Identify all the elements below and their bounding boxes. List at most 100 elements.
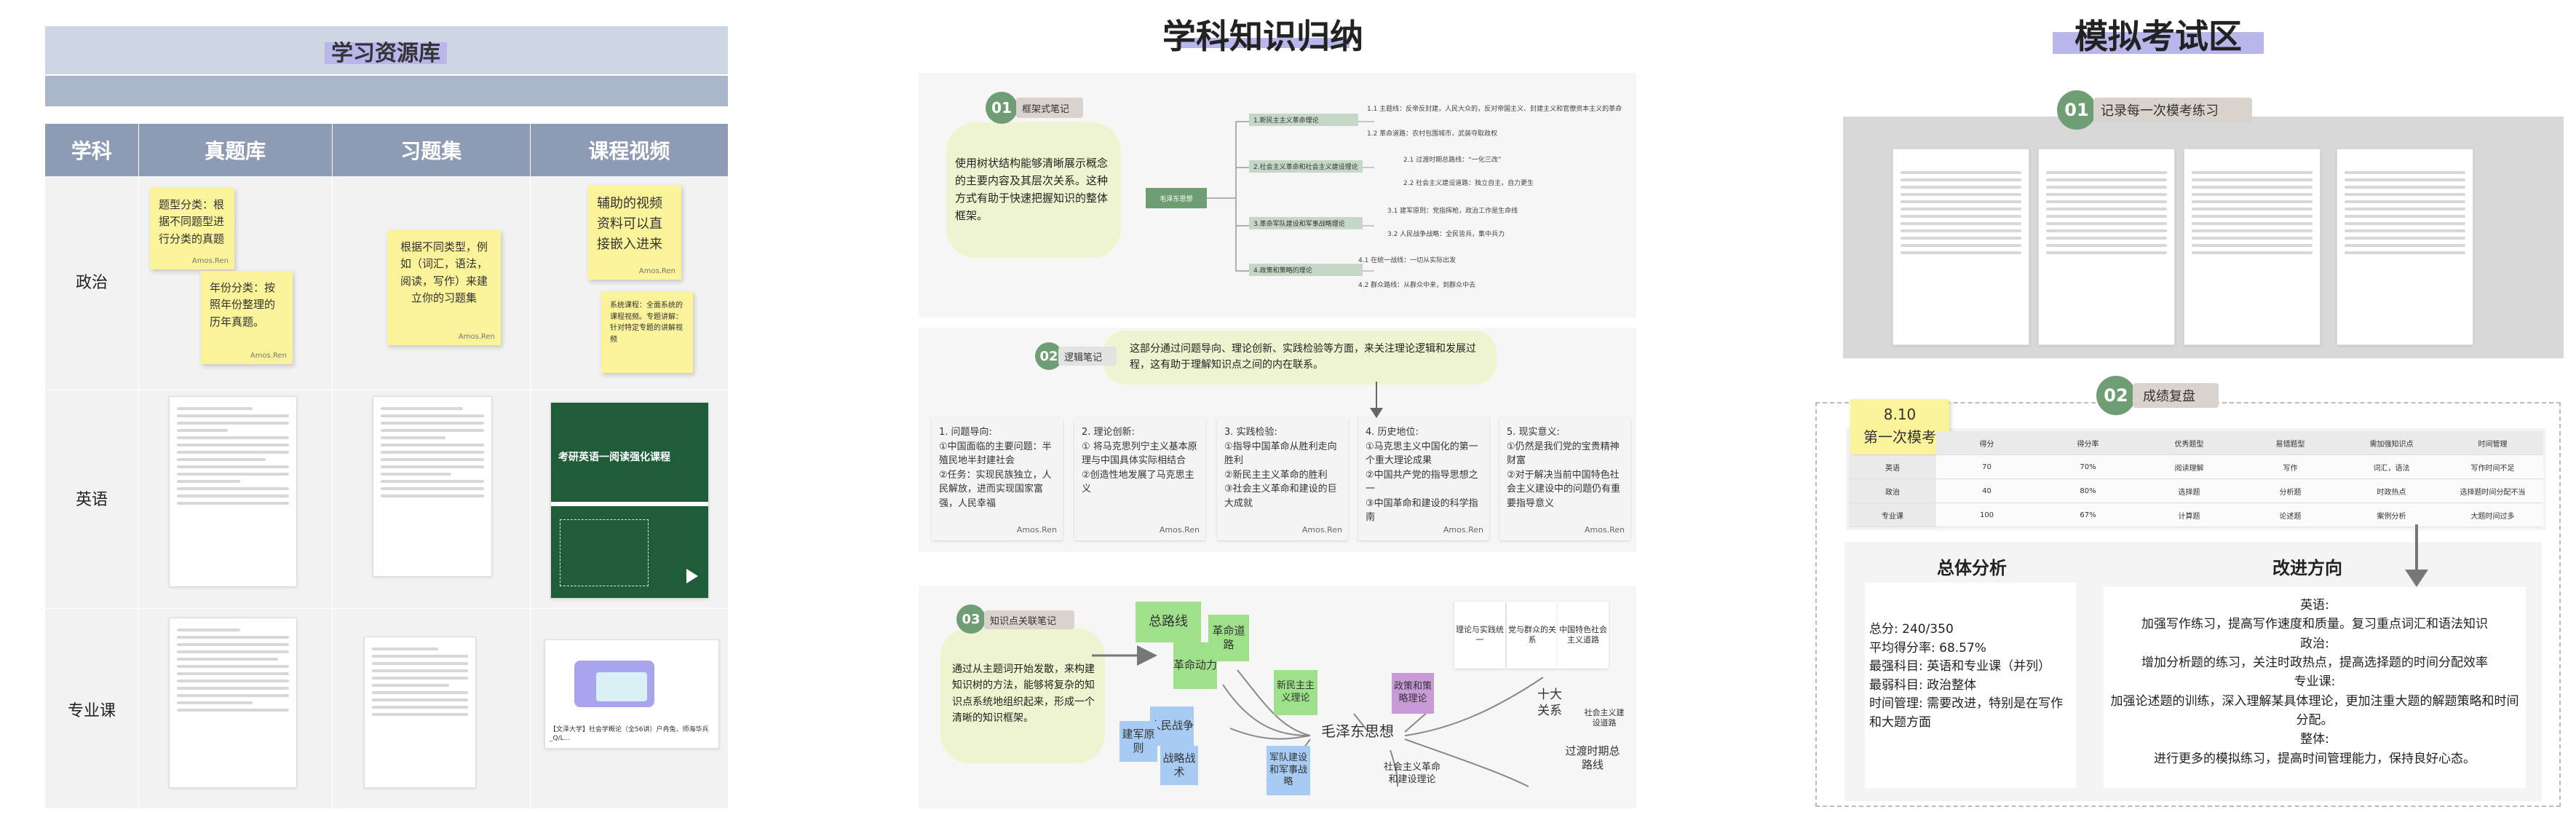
exam-record-tag: 记录每一次模考练习 bbox=[2093, 98, 2252, 122]
mock-exam-title: 模拟考试区 bbox=[2074, 17, 2242, 56]
framework-tag: 框架式笔记 bbox=[1016, 98, 1083, 118]
score-table-header: 得分率 bbox=[2037, 431, 2139, 455]
library-banner-strip bbox=[45, 76, 728, 106]
concept-army-strategy: 军队建设和军事战略 bbox=[1267, 746, 1310, 795]
exercise-english-thumbnail[interactable] bbox=[373, 396, 492, 577]
exam-sheet-2[interactable] bbox=[2038, 149, 2175, 345]
concept-army-principle: 建军原则 bbox=[1119, 721, 1157, 762]
score-table-cell: 大题时间过多 bbox=[2442, 503, 2543, 527]
row-label-politics: 政治 bbox=[75, 274, 108, 292]
header-subject: 学科 bbox=[45, 124, 139, 176]
concept-socialist-construction: 社会主义革命和建设理论 bbox=[1383, 762, 1440, 785]
mindmap-leaf-1-2: 1.2 革命道路：农村包围城市，武装夺取政权 bbox=[1367, 130, 1498, 138]
score-table-cell: 70% bbox=[2037, 455, 2139, 479]
exam-date-note: 8.10 第一次模考 bbox=[1850, 399, 1949, 454]
score-table-cell: 70 bbox=[1936, 455, 2037, 479]
play-icon bbox=[686, 569, 698, 583]
library-title: 学习资源库 bbox=[331, 41, 440, 66]
overall-analysis-text: 总分: 240/350 平均得分率: 68.57% 最强科目: 英语和专业课（并… bbox=[1865, 583, 2076, 788]
logic-card-5: 5. 现实意义: ①仍然是我们党的宝贵精神财富 ②对于解决当前中国特色社会主义建… bbox=[1499, 418, 1630, 540]
section-number-01: 01 bbox=[986, 92, 1018, 124]
past-paper-english-thumbnail[interactable] bbox=[169, 396, 297, 587]
association-description: 通过从主题词开始发散，来构建知识树的方法，能够将复杂的知识点系统地组织起来，形成… bbox=[952, 663, 1095, 725]
mindmap-leaf-4-1: 4.1 在统一战线：一切从实际出发 bbox=[1358, 257, 1457, 264]
score-table-cell: 100 bbox=[1936, 503, 2037, 527]
mindmap-connectors bbox=[1207, 121, 1374, 272]
score-table-cell: 词汇，语法 bbox=[2341, 455, 2442, 479]
score-table-cell: 67% bbox=[2037, 503, 2139, 527]
header-videos: 课程视频 bbox=[588, 139, 670, 163]
mindmap-leaf-3-2: 3.2 人民战争战略：全民皆兵，集中兵力 bbox=[1387, 231, 1505, 238]
concept-party-masses: 党与群众的关系 bbox=[1507, 602, 1558, 669]
mindmap-leaf-1-1: 1.1 主题线：反帝反封建，人民大众的，反对帝国主义、封建主义和官僚资本主义的革… bbox=[1367, 106, 1622, 113]
concept-socialist-road: 社会主义建设道路 bbox=[1584, 707, 1625, 728]
score-table-header: 得分 bbox=[1936, 431, 2037, 455]
concept-chinese-socialism: 中国特色社会主义道路 bbox=[1558, 602, 1609, 669]
score-table-header: 时间管理 bbox=[2442, 431, 2543, 455]
score-table-header: 易错题型 bbox=[2240, 431, 2341, 455]
score-table-cell: 选择题 bbox=[2139, 479, 2240, 503]
score-table-cell: 案例分析 bbox=[2341, 503, 2442, 527]
improvement-text: 英语: 加强写作练习，提高写作速度和质量。复习重点词汇和语法知识 政治: 增加分… bbox=[2104, 587, 2526, 788]
section-number-02: 02 bbox=[1035, 342, 1063, 370]
sticky-note-courses: 系统课程：全面系统的课程视频。专题讲解：针对特定专题的讲解视频 bbox=[601, 291, 693, 373]
overall-analysis-title: 总体分析 bbox=[1937, 558, 2007, 578]
video-major-caption: 【文泽大学】社会学概论（全56讲）户冉兔、师海华兵_Q/L... bbox=[550, 726, 709, 742]
logic-card-3: 3. 实践检验: ①指导中国革命从胜利走向胜利 ②新民主主义革命的胜利 ③社会主… bbox=[1217, 418, 1348, 540]
mindmap-leaf-3-1: 3.1 建军原则：党指挥枪，政治工作是生命线 bbox=[1387, 208, 1518, 215]
exercise-major-thumbnail[interactable] bbox=[364, 637, 476, 788]
logic-description: 这部分通过问题导向、理论创新、实践检验等方面，来关注理论逻辑和发展过程，这有助于… bbox=[1130, 343, 1476, 371]
mindmap-branch-3: 3.革命军队建设和军事战略理论 bbox=[1249, 217, 1363, 229]
score-table-cell: 选择题时间分配不当 bbox=[2442, 479, 2543, 503]
concept-general-line: 总路线 bbox=[1136, 602, 1201, 642]
exam-sheet-1[interactable] bbox=[1893, 149, 2029, 345]
score-table-cell: 计算题 bbox=[2139, 503, 2240, 527]
table-header: 学科 真题库 习题集 课程视频 bbox=[45, 124, 728, 176]
exam-sheet-4[interactable] bbox=[2337, 149, 2473, 345]
logic-card-4: 4. 历史地位: ①马克思主义中国化的第一个重大理论成果 ②中国共产党的指导思想… bbox=[1358, 418, 1489, 540]
down-arrow-icon bbox=[2415, 524, 2418, 571]
header-exercises: 习题集 bbox=[333, 124, 531, 176]
score-table-cell: 80% bbox=[2037, 479, 2139, 503]
concept-ten-relations: 十大关系 bbox=[1537, 687, 1562, 718]
row-label-english: 英语 bbox=[75, 491, 108, 509]
concept-strategy-tactics: 战略战术 bbox=[1160, 746, 1198, 785]
mindmap-branch-2: 2.社会主义革命和社会主义建设理论 bbox=[1249, 160, 1363, 173]
score-table-cell: 40 bbox=[1936, 479, 2037, 503]
video-title: 考研英语一阅读强化课程 bbox=[558, 452, 670, 463]
logic-tag: 逻辑笔记 bbox=[1058, 347, 1117, 366]
score-table-cell: 写作 bbox=[2240, 455, 2341, 479]
title-highlight bbox=[325, 42, 447, 64]
score-table-cell: 阅读理解 bbox=[2139, 455, 2240, 479]
down-arrow-icon bbox=[1376, 382, 1377, 411]
logic-card-1: 1. 问题导向: ①中国面临的主要问题：半殖民地半封建社会 ②任务：实现民族独立… bbox=[932, 418, 1063, 540]
score-table-cell: 时政热点 bbox=[2341, 479, 2442, 503]
mindmap-leaf-2-2: 2.2 社会主义建设道路：独立自主，自力更生 bbox=[1403, 180, 1534, 187]
section-number-02-exam: 02 bbox=[2096, 376, 2136, 415]
framework-description: 使用树状结构能够清晰展示概念的主要内容及其层次关系。这种方式有助于快速把握知识的… bbox=[955, 157, 1109, 222]
mindmap-branch-4: 4.政策和策略的理论 bbox=[1249, 264, 1363, 276]
score-table-subject: 英语 bbox=[1849, 455, 1936, 479]
concept-policy-strategy: 政策和策略理论 bbox=[1392, 673, 1434, 714]
past-paper-major-thumbnail[interactable] bbox=[169, 618, 297, 788]
score-review-tag: 成绩复盘 bbox=[2133, 383, 2219, 408]
concept-center: 毛泽东思想 bbox=[1321, 722, 1394, 740]
mindmap-root: 毛泽东思想 bbox=[1146, 188, 1207, 208]
improvement-title: 改进方向 bbox=[2272, 558, 2342, 578]
knowledge-title: 学科知识归纳 bbox=[1162, 17, 1363, 56]
video-major-thumbnail[interactable]: 【文泽大学】社会学概论（全56讲）户冉兔、师海华兵_Q/L... bbox=[544, 639, 719, 749]
exam-sheet-3[interactable] bbox=[2184, 149, 2321, 345]
score-table-cell: 论述题 bbox=[2240, 503, 2341, 527]
score-table-subject: 专业课 bbox=[1849, 503, 1936, 527]
concept-revolution-power: 革命动力 bbox=[1173, 642, 1217, 689]
concept-new-democracy: 新民主主义理论 bbox=[1274, 670, 1317, 715]
score-table-cell: 分析题 bbox=[2240, 479, 2341, 503]
mindmap-branch-1: 1.新民主主义革命理论 bbox=[1249, 114, 1358, 126]
video-english-thumbnail[interactable]: 考研英语一阅读强化课程 bbox=[550, 402, 709, 599]
concept-transition-line: 过渡时期总路线 bbox=[1565, 744, 1620, 772]
section-number-03: 03 bbox=[956, 605, 986, 634]
sticky-note-by-year: 年份分类：按照年份整理的历年真题。Amos.Ren bbox=[201, 271, 293, 364]
